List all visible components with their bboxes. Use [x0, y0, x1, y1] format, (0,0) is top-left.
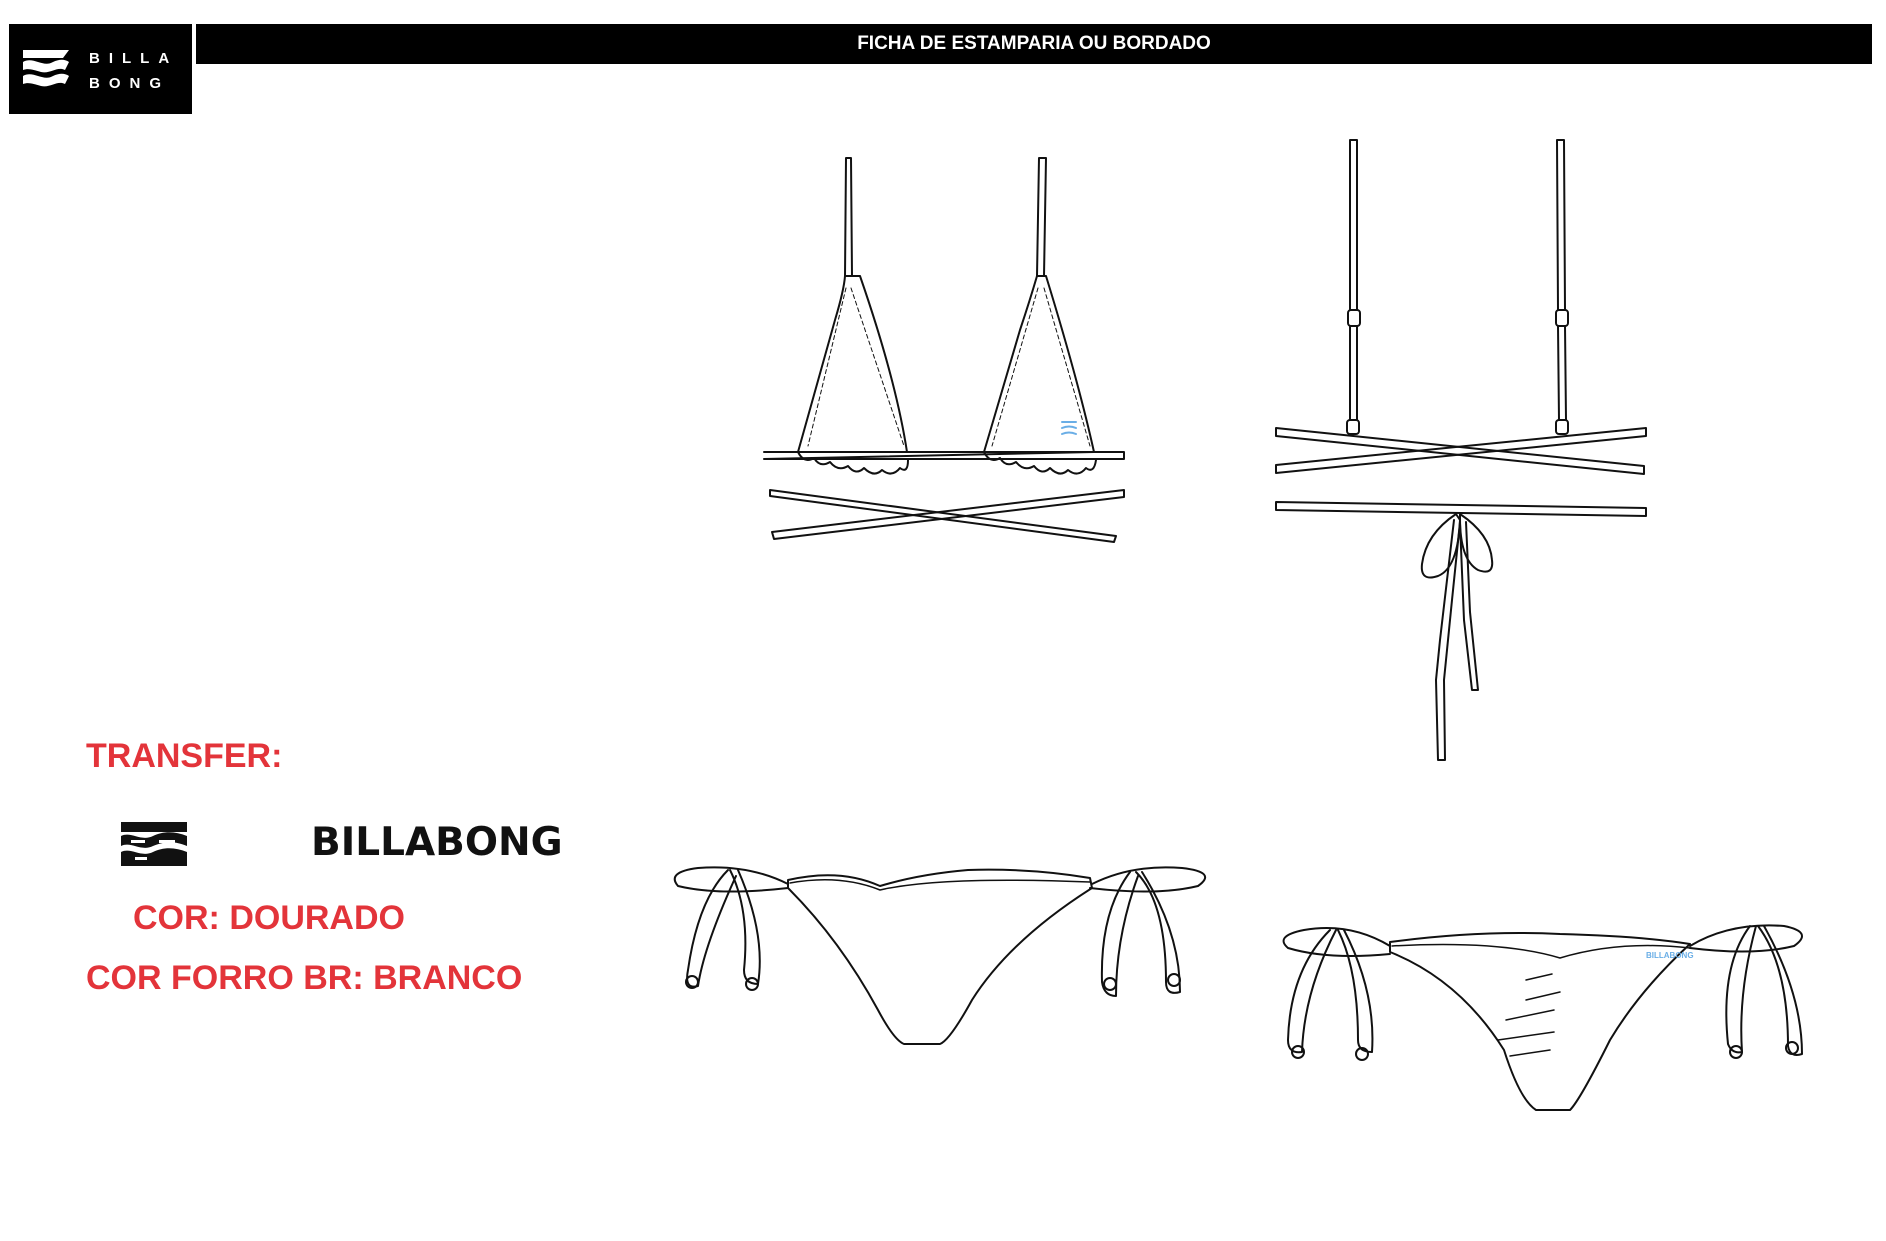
lining-color-label: COR FORRO BR: BRANCO	[86, 959, 523, 997]
brand-line2: BONG	[89, 75, 170, 92]
brand-logo: BILLA BONG	[9, 24, 192, 114]
color-label: COR: DOURADO	[133, 899, 405, 937]
billabong-logo-icon: BILLA BONG	[23, 50, 178, 92]
bikini-top-front-sketch	[763, 157, 1125, 543]
page-title: FICHA DE ESTAMPARIA OU BORDADO	[196, 24, 1872, 64]
billabong-logo-placement	[1061, 421, 1077, 435]
transfer-label: TRANSFER:	[86, 737, 283, 775]
bikini-top-back-sketch	[1275, 139, 1647, 761]
billabong-wave-icon	[121, 822, 187, 871]
back-bottom-logo-tag: BILLABONG	[1646, 951, 1694, 960]
bikini-bottom-back-sketch	[1282, 924, 1803, 1111]
bikini-bottom-front-sketch	[673, 866, 1207, 1045]
brand-line1: BILLA	[89, 50, 178, 67]
billabong-wordmark: BILLABONG	[311, 820, 563, 865]
